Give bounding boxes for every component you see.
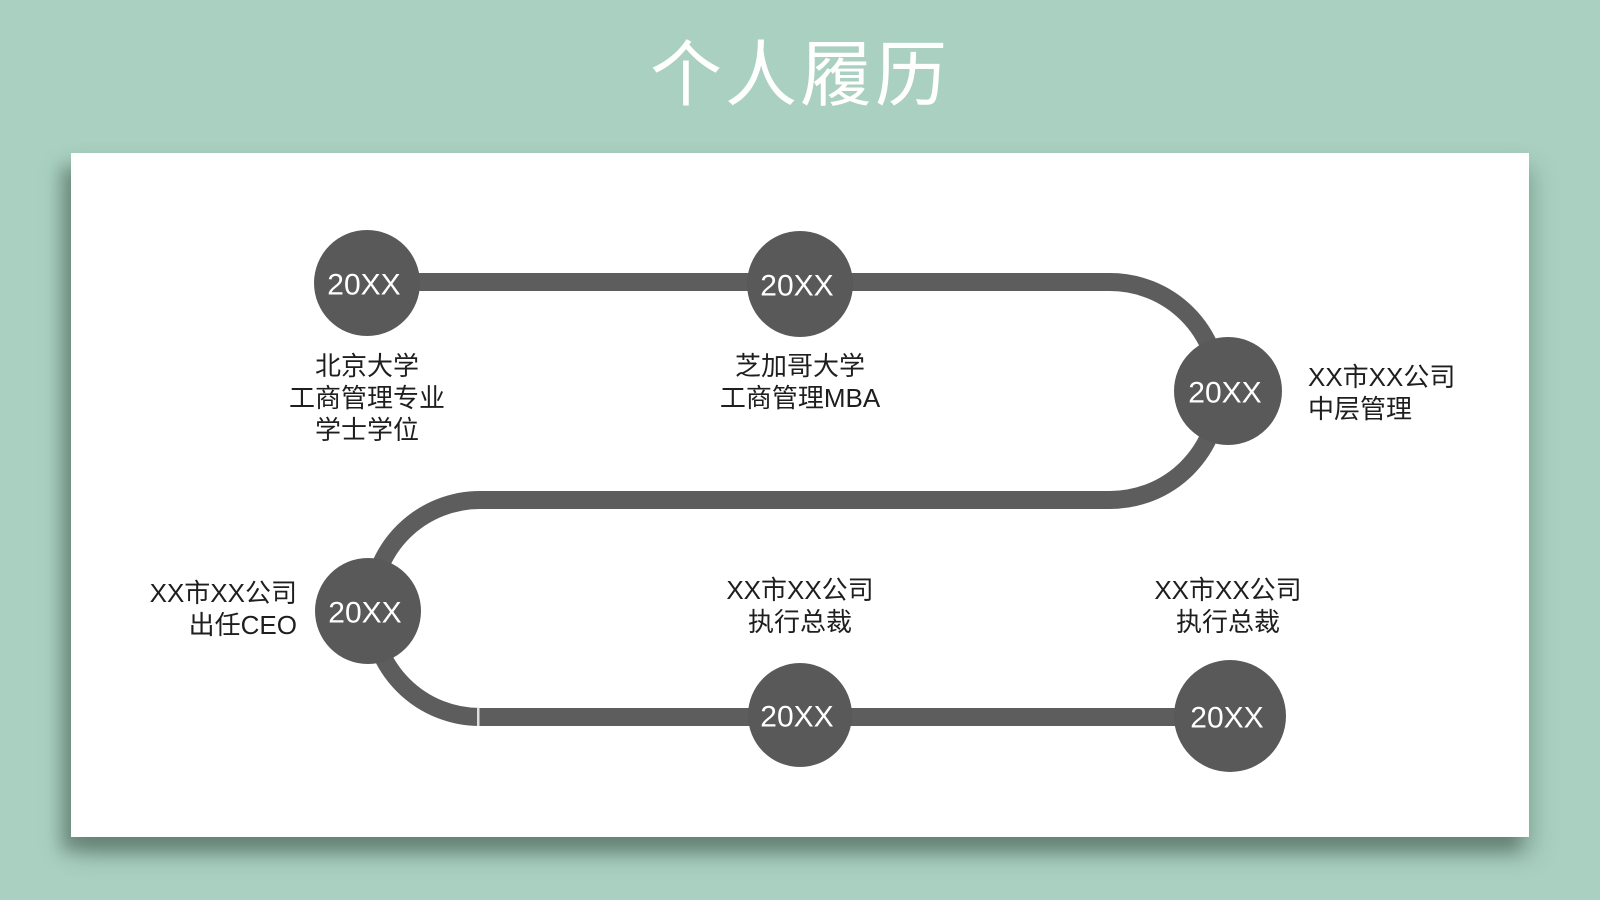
timeline-label-line: 出任CEO xyxy=(188,610,297,640)
timeline-label-line: XX市XX公司 xyxy=(726,575,874,605)
timeline-node-6-circle xyxy=(1174,660,1286,772)
timeline-label-3: XX市XX公司 中层管理 xyxy=(1308,361,1455,425)
page-title: 个人履历 xyxy=(649,36,950,116)
timeline-label-line: 执行总裁 xyxy=(1175,607,1280,637)
timeline-label-6: XX市XX公司 执行总裁 xyxy=(1104,574,1352,638)
timeline-label-1: 北京大学 工商管理专业 学士学位 xyxy=(243,350,491,446)
timeline-label-line: 工商管理专业 xyxy=(288,383,445,413)
timeline-label-line: XX市XX公司 xyxy=(1308,362,1456,392)
path-seam xyxy=(477,708,480,726)
timeline-label-4: XX市XX公司 出任CEO xyxy=(150,577,297,641)
timeline-node-1-year: 20XX xyxy=(327,269,400,302)
timeline-label-line: 中层管理 xyxy=(1308,394,1413,424)
timeline-node-2-circle xyxy=(747,231,853,337)
timeline-node-3-circle xyxy=(1174,337,1282,445)
timeline-label-line: XX市XX公司 xyxy=(1154,575,1302,605)
timeline-node-1-circle xyxy=(314,230,420,336)
timeline-label-line: 学士学位 xyxy=(314,415,419,445)
timeline-node-6-year: 20XX xyxy=(1190,702,1263,735)
timeline-path xyxy=(362,273,1230,726)
timeline-label-2: 芝加哥大学 工商管理MBA xyxy=(676,350,924,414)
timeline-node-5-year: 20XX xyxy=(760,701,833,734)
timeline-node-4-year: 20XX xyxy=(328,597,401,630)
timeline-label-line: 芝加哥大学 xyxy=(734,351,865,381)
timeline-node-4-circle xyxy=(315,558,421,664)
timeline-node-2-year: 20XX xyxy=(760,270,833,303)
timeline-label-line: XX市XX公司 xyxy=(149,578,297,608)
timeline-label-5: XX市XX公司 执行总裁 xyxy=(676,574,924,638)
timeline-label-line: 执行总裁 xyxy=(747,607,852,637)
timeline-node-5-circle xyxy=(748,663,852,767)
timeline-label-line: 工商管理MBA xyxy=(719,383,881,413)
timeline-label-line: 北京大学 xyxy=(314,351,419,381)
timeline-node-3-year: 20XX xyxy=(1188,377,1261,410)
